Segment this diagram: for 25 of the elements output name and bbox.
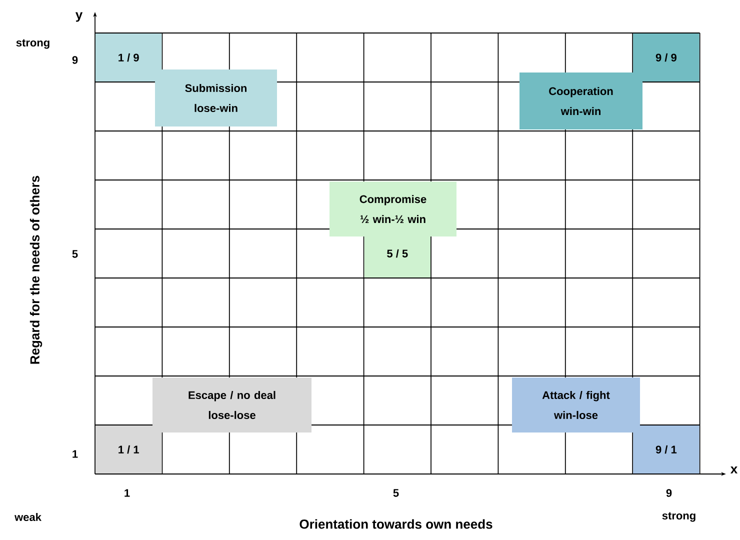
tick-label: 5 [72, 250, 78, 258]
style-box: Cooperation win-win [520, 72, 642, 130]
axis-title: Orientation towards own needs [300, 519, 492, 529]
style-box: Attack / fight win-lose [512, 378, 640, 432]
score-cell: 5 / 5 [364, 230, 430, 278]
tick-label: 9 [666, 489, 672, 497]
score-cell: 9 / 9 [633, 34, 700, 82]
scale-word: strong [662, 512, 696, 522]
tick-label: 5 [393, 489, 399, 497]
scale-word: weak [14, 512, 42, 522]
node-label: Compromise [360, 195, 426, 206]
score-cell: 9 / 1 [633, 426, 700, 474]
node-label: ½ win-½ win [360, 215, 426, 223]
scale-word: strong [16, 39, 50, 49]
style-box: Escape / no deal lose-lose [152, 378, 312, 432]
axis-letter: y [75, 12, 83, 22]
tick-label: 1 [124, 489, 130, 497]
score-cell: 1 / 9 [96, 34, 162, 82]
axis-letter: x [730, 466, 738, 474]
node-label: 5 / 5 [387, 249, 408, 258]
axis-title: Regard for the needs of others [30, 176, 42, 364]
tick-label: 9 [72, 56, 78, 64]
style-box: Submission lose-win [155, 70, 277, 126]
tick-label: 1 [72, 450, 78, 458]
score-cell: 1 / 1 [96, 426, 162, 474]
